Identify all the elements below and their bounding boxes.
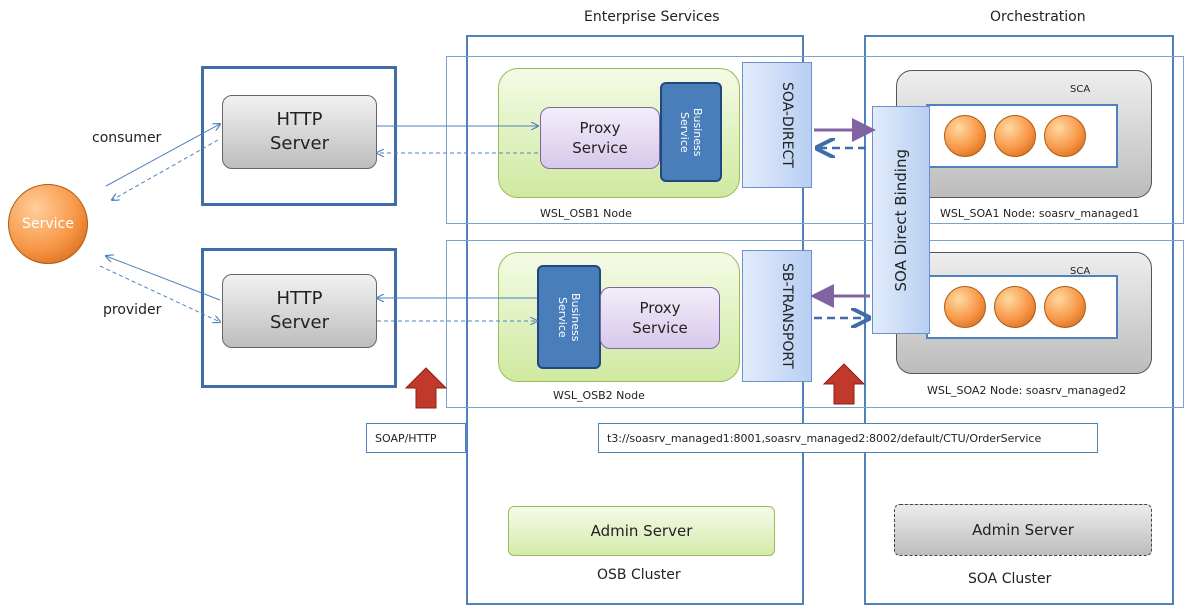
osb1-business-line1: Business <box>691 107 704 157</box>
osb1-proxy-service[interactable]: Proxy Service <box>540 107 660 169</box>
osb1-node-label: WSL_OSB1 Node <box>540 207 632 220</box>
provider-request-arrow <box>106 256 221 301</box>
http-server-1[interactable]: HTTP Server <box>222 95 377 169</box>
soa-direct-binding[interactable]: SOA Direct Binding <box>872 106 930 334</box>
http-server-2-line1: HTTP <box>276 288 323 309</box>
sca-1-component-2[interactable] <box>994 115 1036 157</box>
soa-admin-server[interactable]: Admin Server <box>894 504 1152 556</box>
osb2-proxy-line2: Service <box>632 319 688 337</box>
sca-2-component-1[interactable] <box>944 286 986 328</box>
osb2-business-line1: Business <box>569 292 582 342</box>
t3-url-label: t3://soasrv_managed1:8001,soasrv_managed… <box>607 431 1042 445</box>
osb-admin-label: Admin Server <box>590 522 693 540</box>
osb1-proxy-line2: Service <box>572 139 628 157</box>
sca-1-component-1[interactable] <box>944 115 986 157</box>
osb2-business-line2: Service <box>556 296 569 338</box>
osb2-proxy-service[interactable]: Proxy Service <box>600 287 720 349</box>
osb1-proxy-line1: Proxy <box>579 119 621 137</box>
red-up-arrow-soap <box>404 367 448 409</box>
sca-1-component-3[interactable] <box>1044 115 1086 157</box>
osb2-proxy-line1: Proxy <box>639 299 681 317</box>
http-server-1-line1: HTTP <box>276 109 323 130</box>
http-server-2-line2: Server <box>269 312 330 333</box>
soa-direct-transport[interactable]: SOA-DIRECT <box>742 62 812 188</box>
osb1-business-service[interactable]: Business Service <box>660 82 722 182</box>
consumer-response-arrow <box>112 139 219 200</box>
consumer-label: consumer <box>92 130 162 146</box>
osb1-business-line2: Service <box>678 111 691 153</box>
red-up-arrow-t3 <box>822 363 866 405</box>
service-node[interactable]: Service <box>8 184 88 264</box>
osb-admin-server[interactable]: Admin Server <box>508 506 775 556</box>
sb-transport[interactable]: SB-TRANSPORT <box>742 250 812 382</box>
provider-response-arrow <box>99 265 220 322</box>
soa-direct-label: SOA-DIRECT <box>779 82 795 168</box>
sb-transport-label: SB-TRANSPORT <box>779 263 795 369</box>
sca-2-label: SCA <box>1070 266 1091 277</box>
sca-2-component-3[interactable] <box>1044 286 1086 328</box>
sca-2-component-2[interactable] <box>994 286 1036 328</box>
http-server-1-line2: Server <box>269 133 330 154</box>
enterprise-services-title: Enterprise Services <box>584 9 720 25</box>
service-label: Service <box>22 216 74 232</box>
soa-cluster-label: SOA Cluster <box>968 571 1052 587</box>
http-server-2[interactable]: HTTP Server <box>222 274 377 348</box>
soa1-node-label: WSL_SOA1 Node: soasrv_managed1 <box>940 207 1140 220</box>
t3-url-tag: t3://soasrv_managed1:8001,soasrv_managed… <box>598 423 1098 453</box>
osb2-node-label: WSL_OSB2 Node <box>553 389 645 402</box>
sca-1-label: SCA <box>1070 84 1091 95</box>
soa-admin-label: Admin Server <box>972 521 1074 539</box>
consumer-request-arrow <box>105 124 220 187</box>
soa2-node-label: WSL_SOA2 Node: soasrv_managed2 <box>927 384 1127 397</box>
soap-http-label: SOAP/HTTP <box>375 431 437 445</box>
provider-label: provider <box>103 302 162 318</box>
soap-http-tag: SOAP/HTTP <box>366 423 466 453</box>
orchestration-title: Orchestration <box>990 9 1086 25</box>
osb-cluster-label: OSB Cluster <box>597 567 681 583</box>
